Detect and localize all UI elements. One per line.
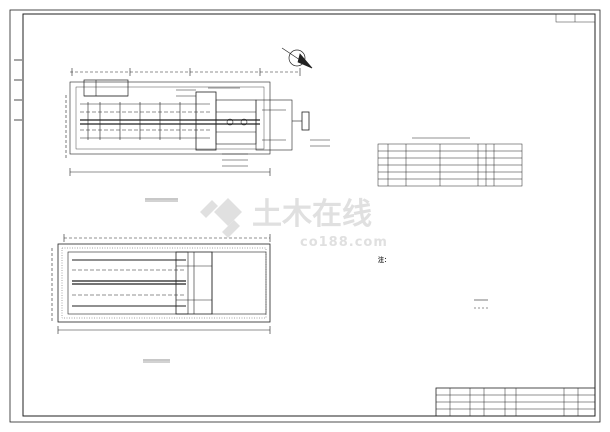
plan-view-lower: [51, 234, 271, 334]
corner-tag: [555, 13, 596, 23]
notes-legend: [474, 299, 488, 309]
title-block: [435, 387, 596, 417]
watermark-site: co188.com: [300, 235, 388, 250]
notes-heading: 注：: [378, 256, 390, 264]
plan-view-upper: [65, 68, 330, 176]
plan-caption-upper: [145, 198, 178, 202]
sheet-border: [9, 9, 601, 423]
watermark-brand: 土木在线: [252, 197, 372, 232]
watermark-logo-icon: [200, 198, 242, 238]
north-arrow: [281, 47, 313, 69]
watermark: 土木在线 co188.com: [200, 197, 388, 250]
equipment-table: [377, 137, 523, 187]
plan-caption-lower: [143, 359, 170, 363]
